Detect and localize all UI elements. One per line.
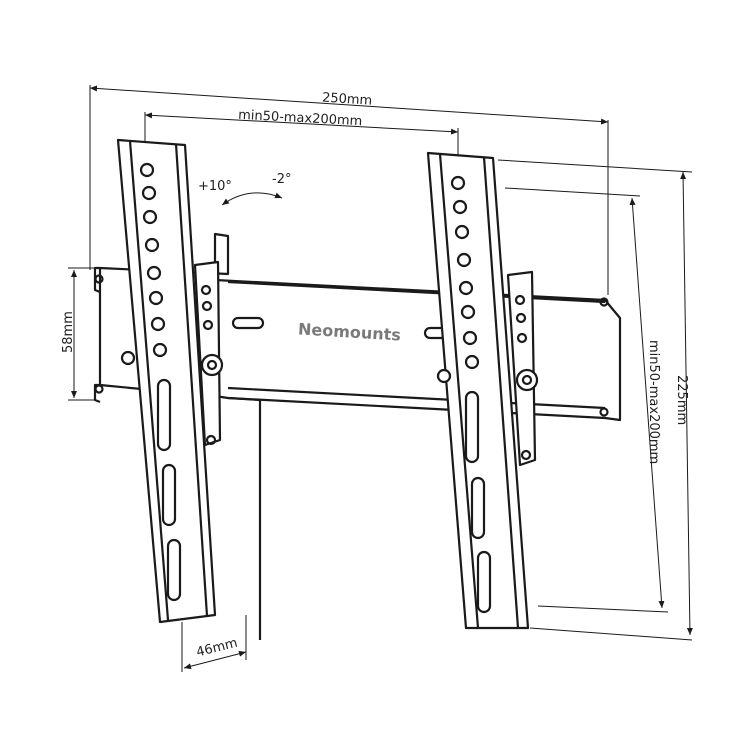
- dimension-overall-height: 225mm: [497, 159, 693, 641]
- left-arm: [116, 138, 224, 624]
- tilt-indicator: +10° -2°: [198, 172, 291, 206]
- tilt-up-label: +10°: [198, 179, 232, 194]
- overall-height-label: 225mm: [674, 375, 689, 425]
- arm-width-label: 46mm: [195, 636, 239, 661]
- left-arm-holes: [139, 162, 168, 358]
- dimension-vesa-horizontal: min50-max200mm: [144, 108, 459, 172]
- dimension-plate-height: 58mm: [61, 267, 95, 401]
- plate-height-label: 58mm: [61, 311, 76, 353]
- dimension-arm-width: 46mm: [181, 615, 247, 672]
- tilt-down-label: -2°: [272, 172, 291, 187]
- right-arm: [426, 151, 539, 630]
- dimension-overall-width: 250mm: [89, 85, 609, 295]
- right-arm-holes: [450, 175, 480, 370]
- dimension-vesa-vertical: min50-max200mm: [504, 187, 669, 613]
- vesa-horizontal-label: min50-max200mm: [238, 108, 363, 129]
- overall-width-label: 250mm: [322, 91, 373, 109]
- vesa-vertical-label: min50-max200mm: [646, 340, 661, 464]
